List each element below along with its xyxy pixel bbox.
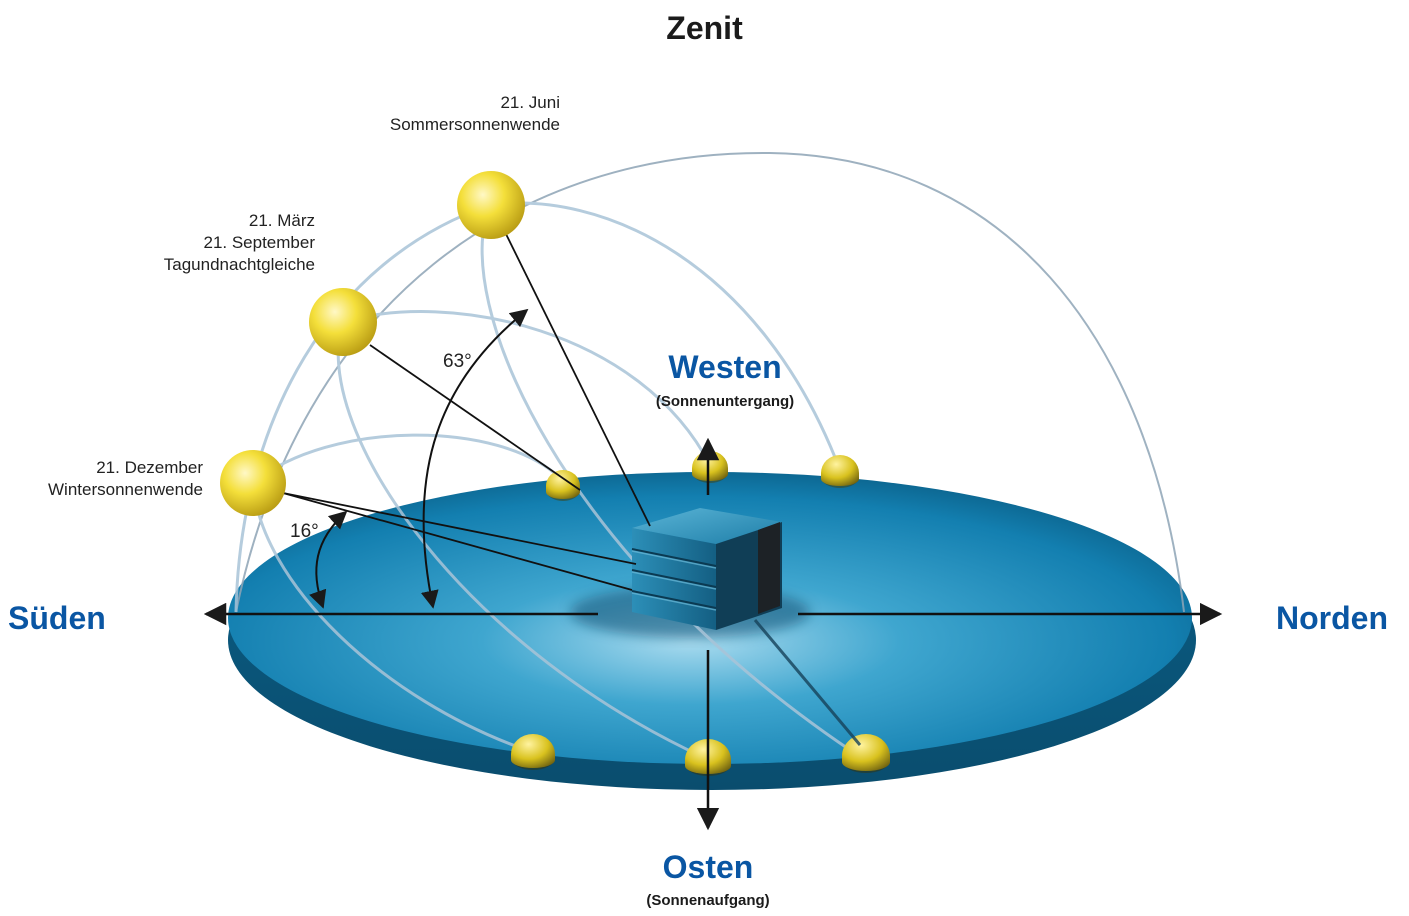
building (631, 508, 782, 630)
winter-arc (252, 433, 562, 485)
angle-arc-16 (309, 510, 348, 609)
zenith-label: Zenit (666, 10, 743, 46)
horizon-sun-east-3 (842, 734, 890, 771)
left-outer-arc (234, 203, 491, 613)
horizon-sun-east-1 (511, 734, 555, 768)
equinox-note: 21. März 21. September Tagundnachtgleich… (55, 210, 315, 276)
sun-path-arcs (234, 151, 1185, 762)
angle-63-label: 63° (443, 351, 472, 372)
east-label: Osten (662, 849, 754, 885)
equinox-date-1: 21. März (248, 211, 315, 230)
west-label: Westen (668, 349, 782, 385)
sun-winter (220, 450, 286, 516)
winter-arc-low (251, 482, 533, 754)
large-suns (220, 171, 525, 516)
east-shadow-line (753, 619, 862, 746)
winter-solstice-note: 21. Dezember Wintersonnenwende (0, 457, 203, 501)
north-label: Norden (1276, 600, 1388, 636)
sun-summer (457, 171, 525, 239)
summer-solstice-note: 21. Juni Sommersonnenwende (300, 92, 560, 136)
south-label: Süden (8, 600, 106, 636)
sun-equinox (309, 288, 377, 356)
horizon-sun-west-2 (692, 451, 728, 481)
winter-event: Wintersonnenwende (48, 480, 203, 499)
summer-arc (489, 201, 842, 471)
building-window-strip (758, 522, 780, 614)
equinox-event: Tagundnachtgleiche (163, 255, 315, 274)
horizon-sun-west-1 (546, 470, 580, 499)
compass-axes (203, 437, 1223, 831)
summer-arc-low (480, 204, 866, 762)
angle-arc-63 (420, 308, 529, 609)
winter-date: 21. Dezember (96, 458, 203, 477)
summer-date: 21. Juni (500, 93, 560, 112)
horizon-sun-west-3 (821, 455, 859, 486)
equinox-date-2: 21. September (203, 233, 315, 252)
east-sub-label: (Sonnenaufgang) (646, 892, 770, 909)
angle-16-label: 16° (290, 521, 319, 542)
summer-event: Sommersonnenwende (389, 115, 560, 134)
west-sub-label: (Sonnenuntergang) (655, 393, 795, 410)
equinox-ray (369, 344, 581, 491)
summer-ray (504, 231, 651, 527)
equinox-arc-low (336, 321, 706, 760)
equinox-arc (342, 310, 712, 466)
